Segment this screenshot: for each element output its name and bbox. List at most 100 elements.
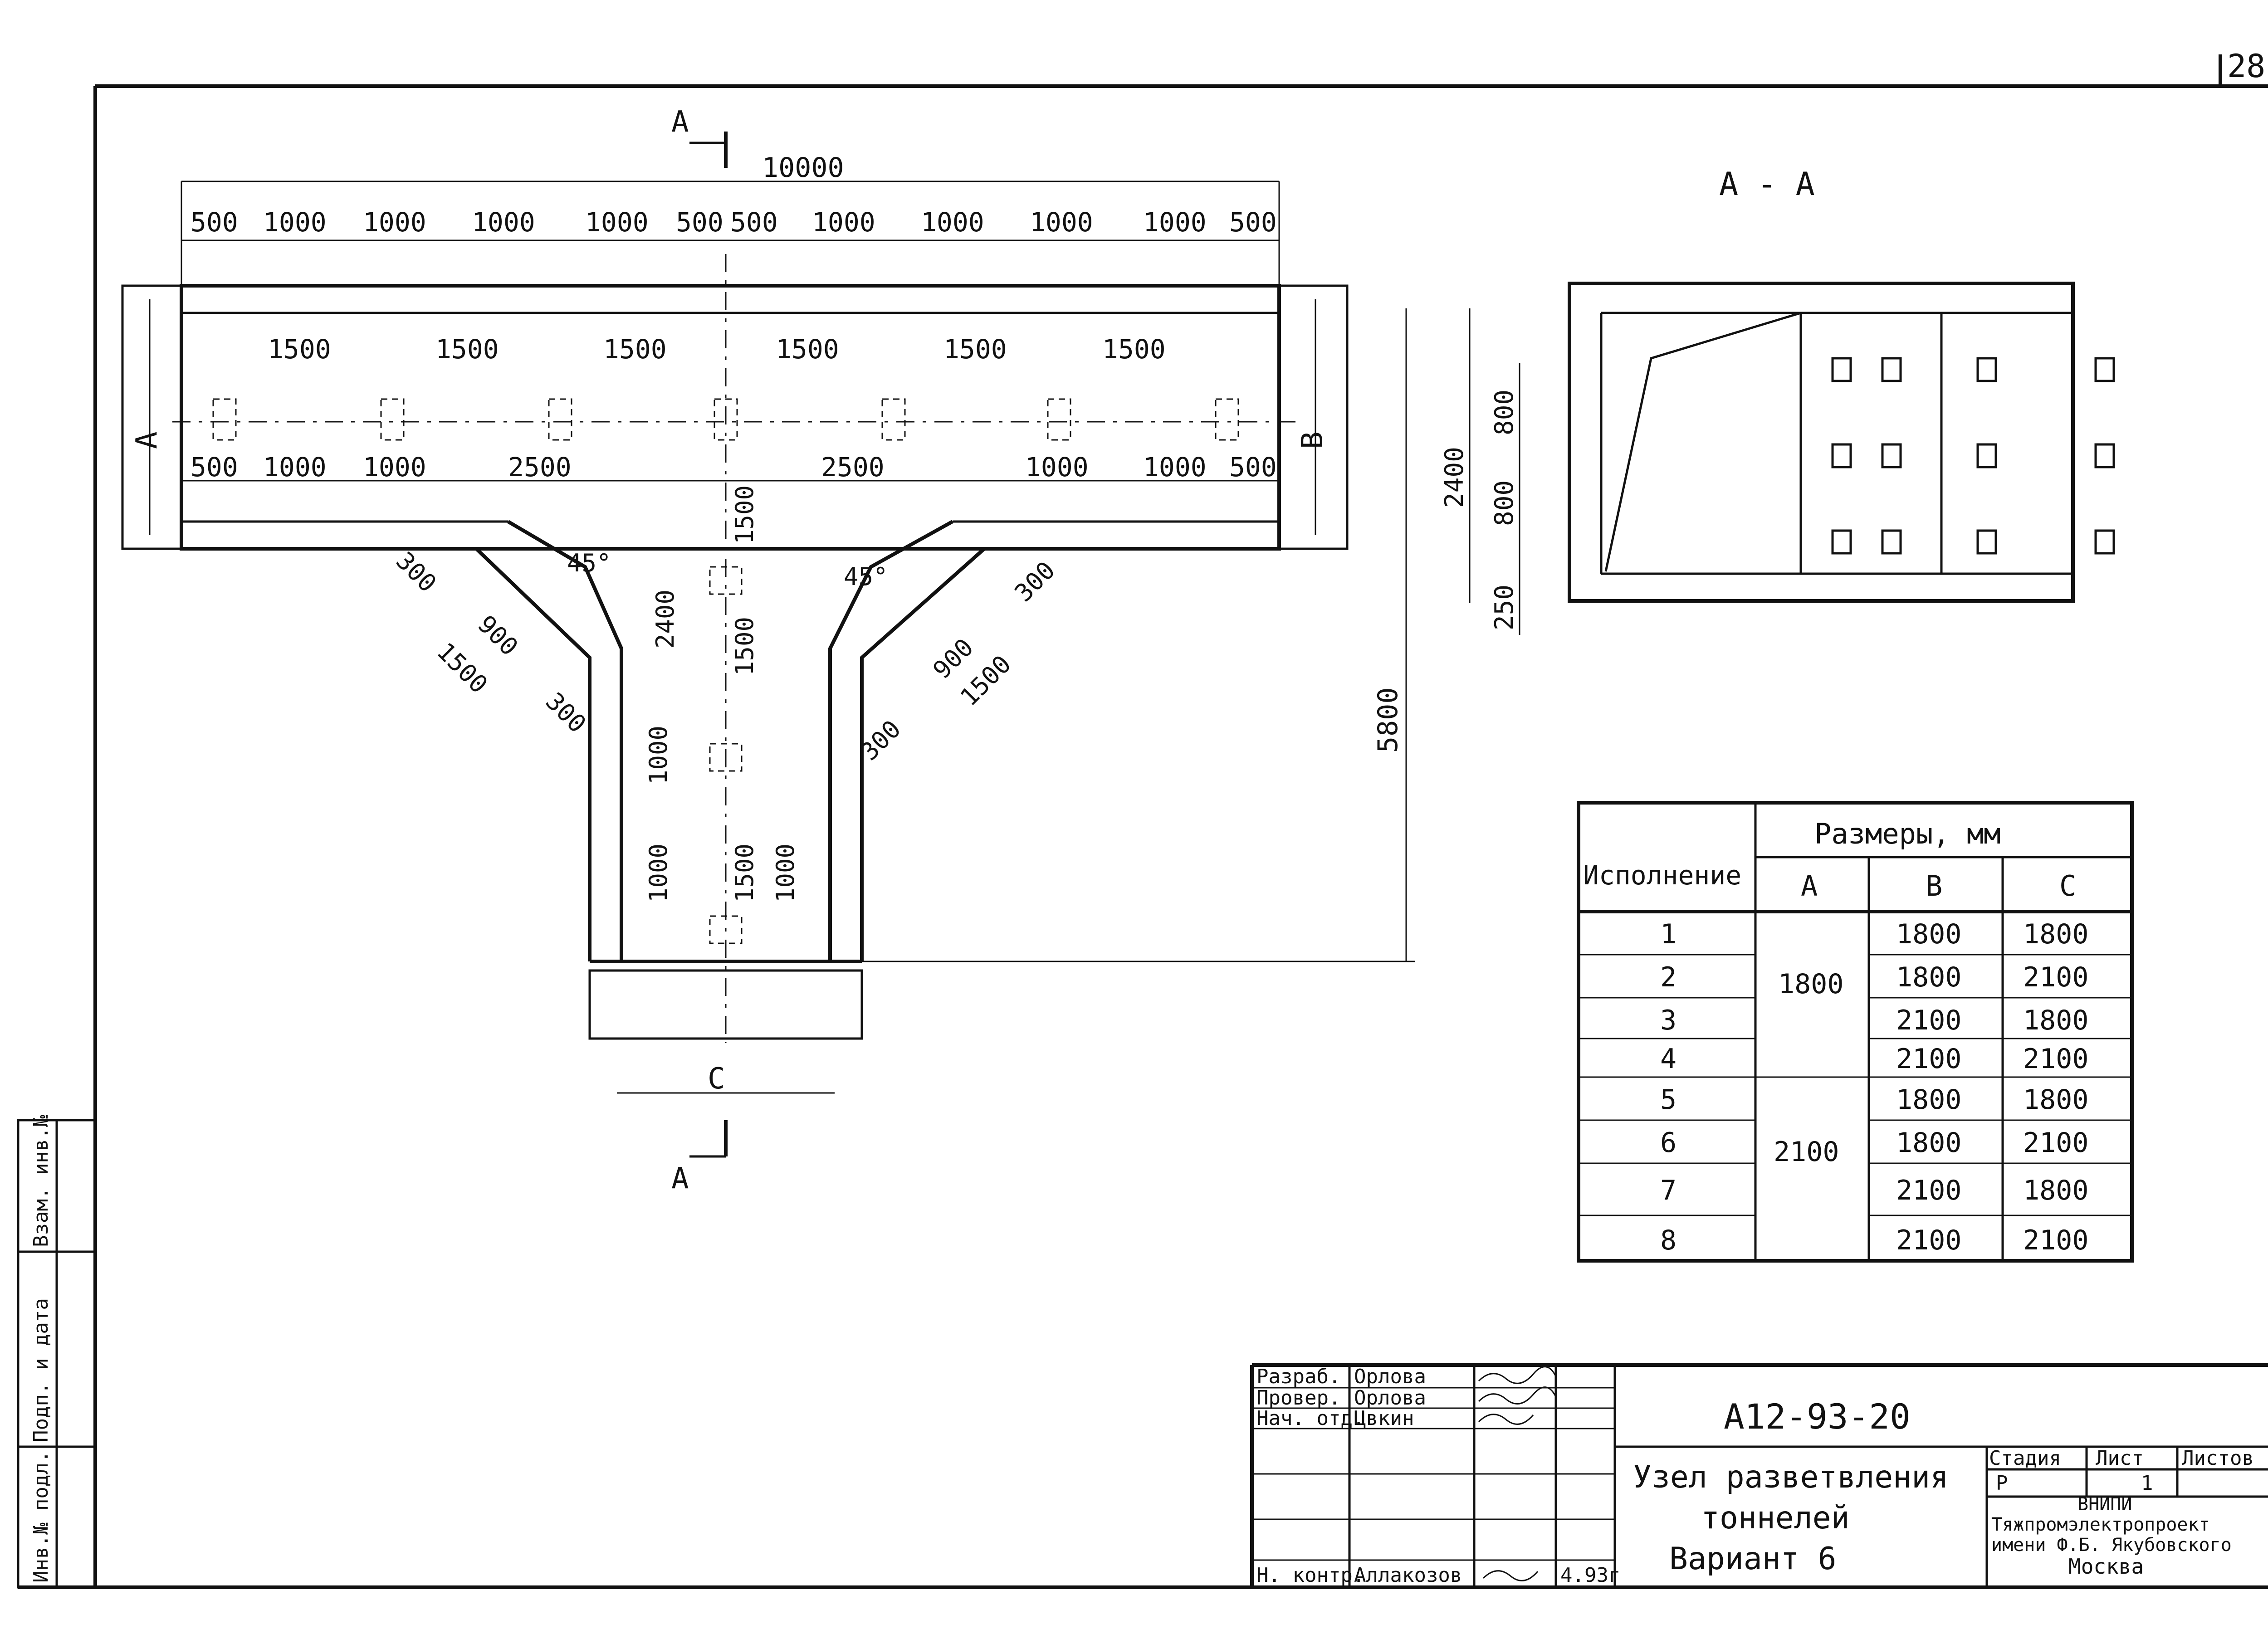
sheet-value: 1 <box>2141 1472 2153 1495</box>
stem-dim: 1000 <box>644 726 673 785</box>
table-a-group: 1800 <box>1778 968 1844 1000</box>
top-dim: 1000 <box>363 207 426 238</box>
title-block <box>1250 1363 2268 1587</box>
table-row-c: 2100 <box>2023 1043 2089 1075</box>
sheet-label: Лист <box>2096 1447 2144 1470</box>
table-row-b: 2100 <box>1896 1175 1962 1206</box>
stage-value: Р <box>1996 1472 2008 1495</box>
bottom-label: С <box>708 1062 725 1096</box>
table-row-b: 2100 <box>1896 1043 1962 1075</box>
top-dim: 500 <box>1229 207 1277 238</box>
section-mark-top: А <box>671 105 689 139</box>
bottom-dim: 1000 <box>263 452 327 483</box>
table-row-c: 1800 <box>2023 1084 2089 1116</box>
side-stamp-inv: Инв.№ подл. <box>29 1451 53 1583</box>
side-stamp: Инв.№ подл. Подп. и дата Взам. инв.№ <box>17 1115 97 1589</box>
stem-dim: 1000 <box>771 844 800 902</box>
role: Разраб. <box>1256 1365 1340 1388</box>
top-dim: 500 <box>676 207 723 238</box>
table-row-c: 1800 <box>2023 1005 2089 1036</box>
inner-dim: 1500 <box>1102 334 1166 365</box>
table-row-n: 2 <box>1660 961 1677 993</box>
table-col-b: В <box>1926 869 1942 902</box>
table-row-n: 1 <box>1660 918 1677 950</box>
plan-view <box>121 132 1415 1158</box>
left-side-label: А <box>130 431 164 449</box>
top-dim: 1000 <box>921 207 984 238</box>
overall-width-dim: 10000 <box>762 152 844 184</box>
role: Н. контр. <box>1256 1564 1364 1587</box>
top-dim: 1000 <box>1143 207 1207 238</box>
stage-label: Стадия <box>1989 1447 2061 1470</box>
top-dim: 1000 <box>472 207 535 238</box>
role: Нач. отд. <box>1256 1407 1364 1430</box>
height-dim: 5800 <box>1372 688 1404 753</box>
drawing-code: А12-93-20 <box>1724 1396 1911 1437</box>
date: 4.93г <box>1560 1564 1620 1587</box>
title-block-roles: Разраб. Орлова Провер. Орлова Нач. отд. … <box>1256 1365 1620 1587</box>
table-header-sizes: Размеры, мм <box>1814 817 2001 850</box>
org-line: ВНИПИ <box>2077 1494 2132 1515</box>
top-dim: 500 <box>191 207 238 238</box>
size-table <box>1577 801 2134 1263</box>
inner-dim: 1500 <box>435 334 499 365</box>
inner-dims: 1500 1500 1500 1500 1500 1500 <box>268 334 1166 365</box>
table-row-b: 2100 <box>1896 1005 1962 1036</box>
section-dim: 800 <box>1490 390 1519 435</box>
table-row-c: 2100 <box>2023 1127 2089 1159</box>
drawing-title-line: Узел разветвления <box>1633 1459 1949 1495</box>
inner-dim: 1500 <box>943 334 1007 365</box>
org-line: имени Ф.Б. Якубовского <box>1991 1535 2232 1556</box>
inner-dim: 1500 <box>776 334 839 365</box>
stem-dim: 1000 <box>644 844 673 902</box>
table-col-c: С <box>2059 869 2076 902</box>
branch-dims-left: 300 900 1500 300 <box>391 546 592 739</box>
side-stamp-replace: Взам. инв.№ <box>29 1115 53 1247</box>
table-header-variant: Исполнение <box>1583 860 1741 891</box>
table-row-b: 1800 <box>1896 1084 1962 1116</box>
top-dim: 1000 <box>585 207 649 238</box>
stem-dim: 1500 <box>730 485 759 544</box>
table-row-b: 1800 <box>1896 1127 1962 1159</box>
bottom-dim: 1000 <box>363 452 426 483</box>
section-title: А - А <box>1719 166 1815 203</box>
right-side-label: В <box>1296 431 1330 449</box>
table-rows: 1 1800 1800 2 1800 2100 3 2100 1800 4 21… <box>1660 918 2089 1256</box>
role-name: Орлова <box>1354 1386 1426 1410</box>
bottom-dim: 500 <box>191 452 238 483</box>
bottom-dims: 500 1000 1000 2500 2500 1000 1000 500 <box>191 452 1277 483</box>
table-row-c: 2100 <box>2023 961 2089 993</box>
top-dim: 500 <box>730 207 778 238</box>
bottom-dim: 1000 <box>1025 452 1089 483</box>
org-line: Москва <box>2068 1554 2144 1579</box>
stem-dim: 1500 <box>730 844 759 902</box>
role-name: Аллакозов <box>1354 1564 1462 1587</box>
bottom-dim: 2500 <box>821 452 885 483</box>
table-row-n: 8 <box>1660 1224 1677 1256</box>
table-row-c: 1800 <box>2023 1175 2089 1206</box>
table-row-n: 5 <box>1660 1084 1677 1116</box>
table-row-c: 1800 <box>2023 918 2089 950</box>
table-row-b: 1800 <box>1896 918 1962 950</box>
org-line: Тяжпромэлектропроект <box>1991 1514 2210 1535</box>
table-row-n: 3 <box>1660 1005 1677 1036</box>
top-dims: 500 1000 1000 1000 1000 500 500 1000 100… <box>191 207 1277 238</box>
stem-dim: 1500 <box>730 617 759 676</box>
angle-left: 45° <box>567 549 611 577</box>
branch-dim: 900 <box>472 610 524 662</box>
angle-right: 45° <box>844 562 888 591</box>
table-row-b: 1800 <box>1896 961 1962 993</box>
section-dim: 800 <box>1490 480 1519 526</box>
branch-dim: 300 <box>1009 556 1061 608</box>
top-dim: 1000 <box>812 207 875 238</box>
table-row-n: 4 <box>1660 1043 1677 1075</box>
role: Провер. <box>1256 1386 1340 1410</box>
section-dim: 250 <box>1490 585 1519 630</box>
top-dim: 1000 <box>1030 207 1093 238</box>
table-col-a: А <box>1801 869 1818 902</box>
bottom-dim: 1000 <box>1143 452 1207 483</box>
drawing-title-line: Вариант 6 <box>1669 1541 1836 1577</box>
section-mark-bottom: А <box>671 1162 689 1195</box>
inner-dim: 1500 <box>268 334 331 365</box>
